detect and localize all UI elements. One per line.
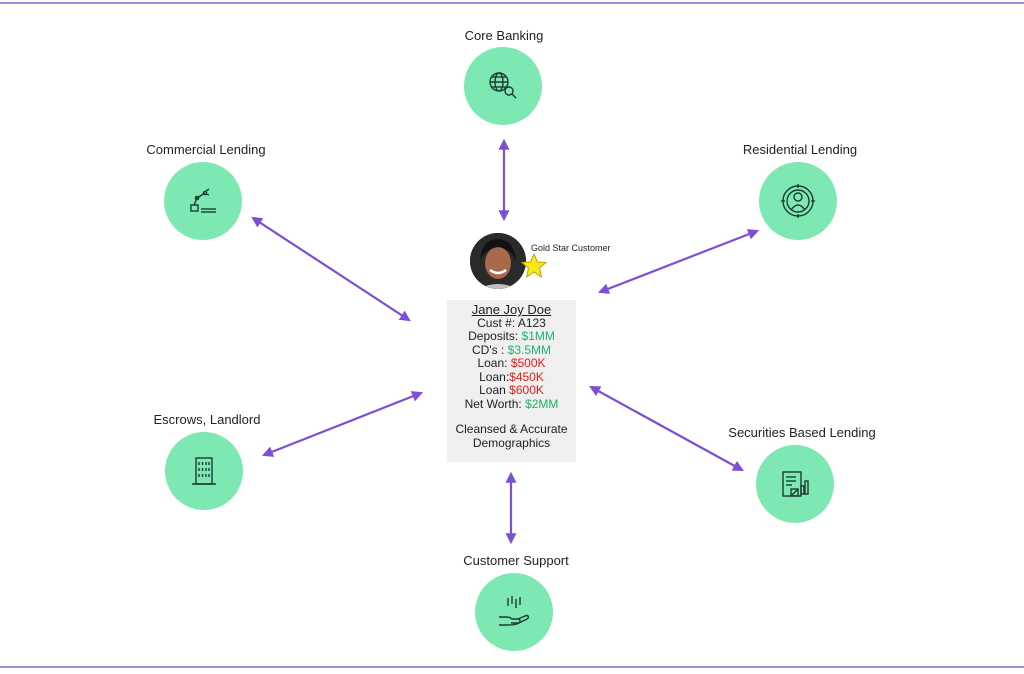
robot-arm-icon [190,188,216,213]
node-core-banking: Core Banking [404,28,604,43]
demographics-note: Cleansed & Accurate Demographics [455,422,568,450]
customer-name[interactable]: Jane Joy Doe [471,302,552,317]
building-icon [192,457,216,485]
escrows-landlord-circle[interactable] [165,432,243,510]
node-label-core-banking: Core Banking [464,28,544,43]
loan-row: Loan:$450K [479,369,544,384]
node-customer-support: Customer Support [416,553,616,568]
gold-star-icon [520,253,548,279]
node-securities-lending: Securities Based Lending [702,425,902,440]
node-label-customer-support: Customer Support [463,553,569,568]
cds-row: CD's : $3.5MM [472,342,551,357]
bottom-border [0,666,1024,668]
commercial-lending-circle[interactable] [164,162,242,240]
customer-avatar [470,233,526,289]
node-label-escrows-landlord: Escrows, Landlord [153,412,261,427]
arrow-residential-lending [597,229,760,294]
customer-photo [470,233,526,289]
deposits-row: Deposits: $1MM [468,329,555,343]
customer-card: Jane Joy Doe Cust #: A123 Deposits: $1MM… [447,300,576,462]
arrow-escrows-landlord [261,391,424,457]
arrow-commercial-lending [251,216,411,322]
hand-rain-icon [499,596,530,626]
globe-search-icon [489,72,517,99]
node-residential-lending: Residential Lending [700,142,900,157]
securities-lending-circle[interactable] [756,445,834,523]
node-label-commercial-lending: Commercial Lending [146,142,266,157]
networth-row: Net Worth: $2MM [464,396,559,411]
loan-row: Loan: $500K [477,356,546,370]
node-label-securities-lending: Securities Based Lending [728,425,876,440]
customer-support-circle[interactable] [475,573,553,651]
arrow-securities-lending [589,385,744,472]
node-label-residential-lending: Residential Lending [742,142,858,157]
top-border [0,2,1024,4]
node-escrows-landlord: Escrows, Landlord [107,412,307,427]
person-target-icon [781,184,815,218]
core-banking-circle[interactable] [464,47,542,125]
loan-row: Loan $600K [479,383,544,397]
cust-number-row: Cust #: A123 [477,315,546,330]
report-chart-icon [782,471,809,497]
residential-lending-circle[interactable] [759,162,837,240]
node-commercial-lending: Commercial Lending [106,142,306,157]
gold-star-label: Gold Star Customer [531,243,611,253]
